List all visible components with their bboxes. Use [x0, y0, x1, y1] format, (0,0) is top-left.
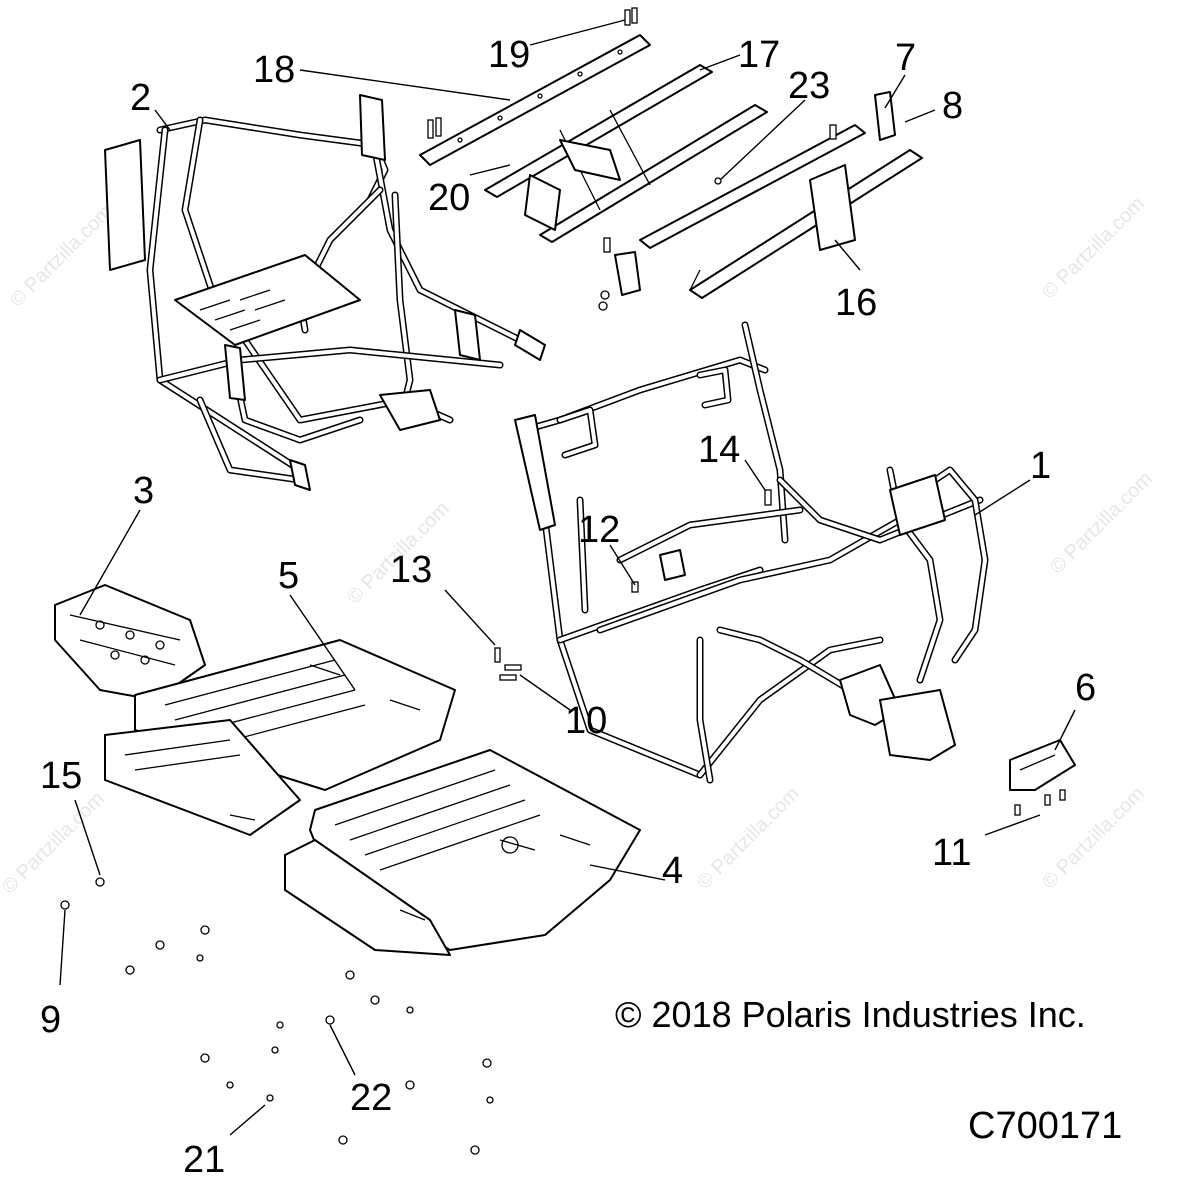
top-rail — [419, 7, 651, 166]
copyright-text: © 2018 Polaris Industries Inc. — [615, 994, 1086, 1035]
callout-12: 12 — [578, 509, 620, 551]
callout-16: 16 — [835, 282, 877, 324]
callout-13: 13 — [390, 549, 432, 591]
callout-20: 20 — [428, 177, 470, 219]
callout-7: 7 — [895, 37, 916, 79]
callout-9: 9 — [40, 999, 61, 1041]
callout-21: 21 — [183, 1139, 225, 1181]
bracket-6 — [1009, 739, 1076, 791]
hardware — [60, 489, 1066, 1155]
callout-23: 23 — [788, 65, 830, 107]
watermark: © Partzilla.com — [693, 783, 804, 894]
callout-4: 4 — [662, 850, 683, 892]
callout-15: 15 — [40, 755, 82, 797]
watermark: © Partzilla.com — [1038, 193, 1149, 304]
callout-18: 18 — [253, 49, 295, 91]
watermark: © Partzilla.com — [1038, 783, 1149, 894]
callout-22: 22 — [350, 1077, 392, 1119]
callout-6: 6 — [1075, 667, 1096, 709]
callout-19: 19 — [488, 34, 530, 76]
callout-14: 14 — [698, 429, 740, 471]
drawing-code: C700171 — [968, 1105, 1122, 1147]
front-frame — [104, 94, 546, 491]
callout-8: 8 — [942, 85, 963, 127]
floor-panel-left — [104, 719, 301, 836]
callout-labels: 1 2 3 4 5 6 7 8 9 10 11 12 13 14 15 16 1… — [40, 34, 1096, 1181]
watermark: © Partzilla.com — [1046, 468, 1157, 579]
callout-2: 2 — [130, 77, 151, 119]
callout-17: 17 — [738, 34, 780, 76]
leader-lines — [59, 19, 1076, 1136]
callout-1: 1 — [1030, 445, 1051, 487]
callout-3: 3 — [133, 470, 154, 512]
skid-plate-4 — [284, 749, 641, 956]
mid-rail-assembly — [484, 64, 768, 243]
watermark: © Partzilla.com — [0, 788, 109, 899]
lower-rail-assembly — [598, 91, 923, 311]
callout-10: 10 — [565, 700, 607, 742]
rear-frame — [514, 321, 989, 784]
callout-5: 5 — [278, 555, 299, 597]
watermark: © Partzilla.com — [6, 201, 117, 312]
callout-11: 11 — [932, 832, 971, 874]
